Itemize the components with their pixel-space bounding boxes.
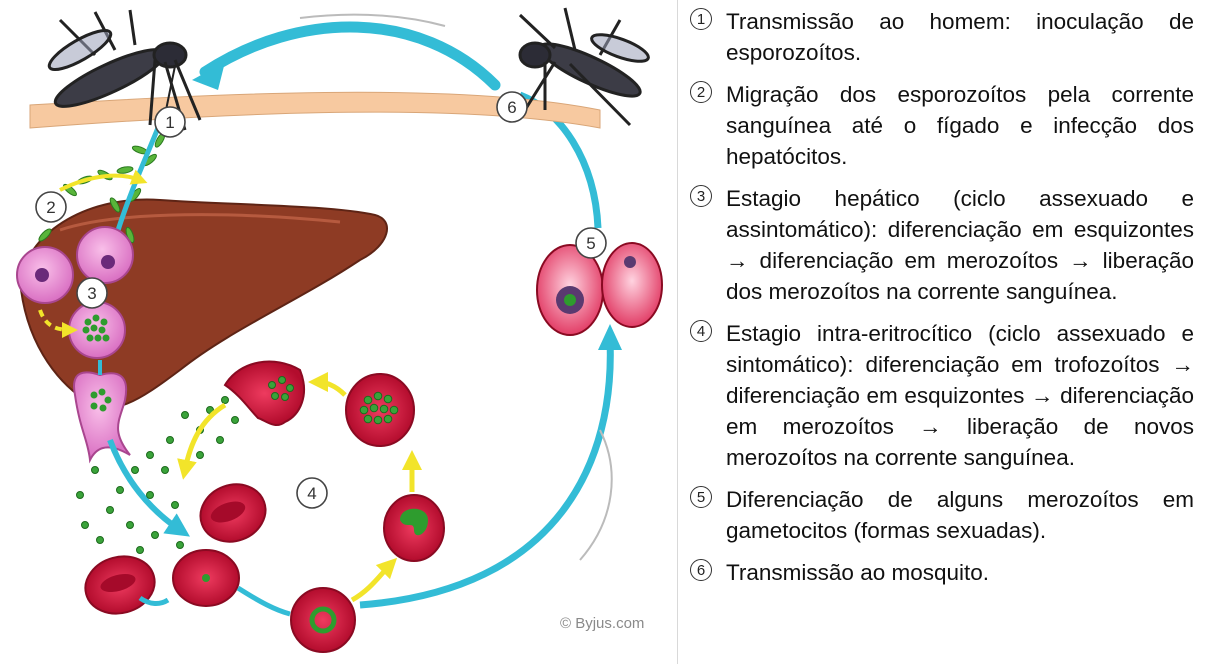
malaria-lifecycle-diagram: 1 2 3 4 5 6 © Byjus.com: [0, 0, 672, 664]
svg-text:6: 6: [507, 98, 516, 117]
step-6: 6 Transmissão ao mosquito.: [688, 557, 1194, 588]
step-badge-2: 2: [36, 192, 66, 222]
step-text: Transmissão ao mosquito.: [726, 557, 1194, 588]
credit-text: © Byjus.com: [560, 615, 644, 632]
step-number: 6: [690, 559, 712, 581]
svg-text:4: 4: [307, 484, 316, 503]
gametocytes: [537, 243, 662, 335]
step-number: 1: [690, 8, 712, 30]
step-text: Migração dos esporozoítos pela corrente …: [726, 79, 1194, 172]
step-1: 1 Transmissão ao homem: inoculação de es…: [688, 6, 1194, 68]
step-number: 2: [690, 81, 712, 103]
step-badge-4: 4: [297, 478, 327, 508]
svg-text:1: 1: [165, 113, 174, 132]
step-3: 3 Estagio hepático (ciclo assexuado e as…: [688, 183, 1194, 307]
step-5: 5 Diferenciação de alguns merozoítos em …: [688, 484, 1194, 546]
step-text: Estagio intra-eritrocítico (ciclo assexu…: [726, 318, 1194, 473]
step-badge-1: 1: [155, 107, 185, 137]
liver: [20, 200, 387, 409]
step-text: Transmissão ao homem: inoculação de espo…: [726, 6, 1194, 68]
svg-text:3: 3: [87, 284, 96, 303]
step-2: 2 Migração dos esporozoítos pela corrent…: [688, 79, 1194, 172]
step-number: 5: [690, 486, 712, 508]
step-number: 4: [690, 320, 712, 342]
steps-legend: 1 Transmissão ao homem: inoculação de es…: [688, 6, 1194, 599]
step-text: Estagio hepático (ciclo assexuado e assi…: [726, 183, 1194, 307]
step-badge-3: 3: [77, 278, 107, 308]
divider: [677, 0, 678, 664]
svg-text:2: 2: [46, 198, 55, 217]
step-number: 3: [690, 185, 712, 207]
step-text: Diferenciação de alguns merozoítos em ga…: [726, 484, 1194, 546]
step-badge-6: 6: [497, 92, 527, 122]
red-blood-cells: [79, 362, 444, 652]
step-badge-5: 5: [576, 228, 606, 258]
step-4: 4 Estagio intra-eritrocítico (ciclo asse…: [688, 318, 1194, 473]
svg-text:5: 5: [586, 234, 595, 253]
transmission-arrow-top: [192, 15, 495, 90]
